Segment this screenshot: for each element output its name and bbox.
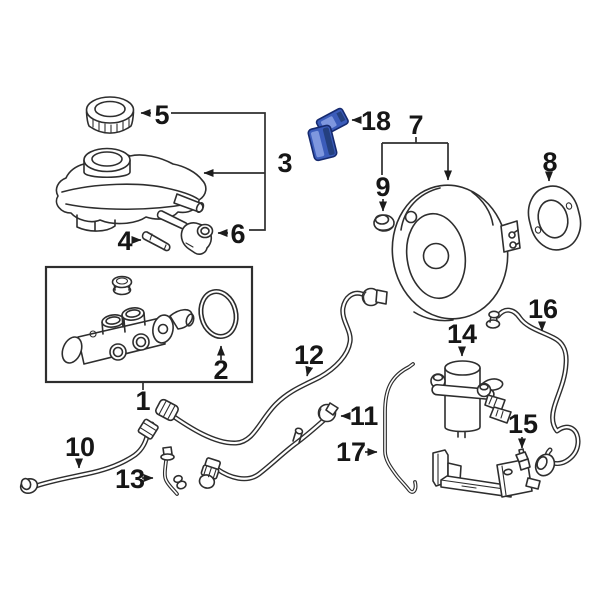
callout-6[interactable]: 6 [217,219,246,249]
callout-12[interactable]: 12 [294,340,324,377]
highlighted-sensor-drawing[interactable] [307,107,349,162]
valve-pipe-13-drawing [160,446,187,496]
callout-8-label: 8 [542,147,557,177]
callout-7-label: 7 [408,110,423,140]
fluid-reservoir-drawing [55,147,207,232]
callout-18[interactable]: 18 [351,106,391,136]
callout-11-label: 11 [350,401,379,431]
callout-2-label: 2 [213,355,228,385]
callout-16[interactable]: 16 [528,294,558,332]
callout-2[interactable]: 2 [213,345,229,385]
vacuum-hose-16-drawing [485,310,579,477]
callout-4-label: 4 [117,226,132,256]
callout-4[interactable]: 4 [117,226,142,256]
hose-elbow-drawing [156,210,214,255]
formed-pipe-17-drawing [383,362,418,494]
callout-14[interactable]: 14 [447,319,477,357]
callout-18-label: 18 [361,106,391,136]
master-cylinder-kit-drawing [44,265,254,384]
callout-3[interactable]: 3 [171,112,293,231]
booster-gasket-drawing [527,185,582,251]
callout-9[interactable]: 9 [375,172,391,212]
bracket-assembly-drawing [432,448,541,498]
callout-17-label: 17 [336,437,366,467]
callout-7[interactable]: 7 [381,110,452,181]
callout-12-arrow [305,365,314,377]
vacuum-pump-drawing [430,360,512,439]
callout-6-label: 6 [230,219,245,249]
callout-16-label: 16 [528,294,558,324]
callout-1[interactable]: 1 [135,383,151,416]
callout-7-bracket [381,137,448,175]
callout-1-label: 1 [135,386,150,416]
callout-11[interactable]: 11 [340,401,379,431]
callout-12-label: 12 [294,340,324,370]
callout-3-label: 3 [277,148,292,178]
callout-10[interactable]: 10 [65,432,95,469]
reservoir-cap-drawing [85,96,135,134]
callout-14-label: 14 [447,319,477,349]
callout-13-label: 13 [115,464,145,494]
callout-10-label: 10 [65,432,95,462]
callout-15[interactable]: 15 [508,409,538,449]
vacuum-hose-11-drawing [198,402,339,489]
grommet-drawing [373,214,395,232]
callout-13[interactable]: 13 [115,464,154,494]
callout-5-label: 5 [154,100,169,130]
o-ring-seal-drawing [198,288,239,340]
brake-booster-drawing [391,184,521,322]
callout-15-label: 15 [508,409,538,439]
callout-3-bracket [171,112,266,231]
vacuum-hose-12-drawing [155,287,388,444]
vacuum-hose-10-drawing [19,418,159,494]
retaining-pin-drawing [141,231,171,252]
callout-5[interactable]: 5 [140,100,170,130]
callout-17[interactable]: 17 [336,437,378,467]
callout-9-label: 9 [375,172,390,202]
callout-8[interactable]: 8 [542,147,558,182]
